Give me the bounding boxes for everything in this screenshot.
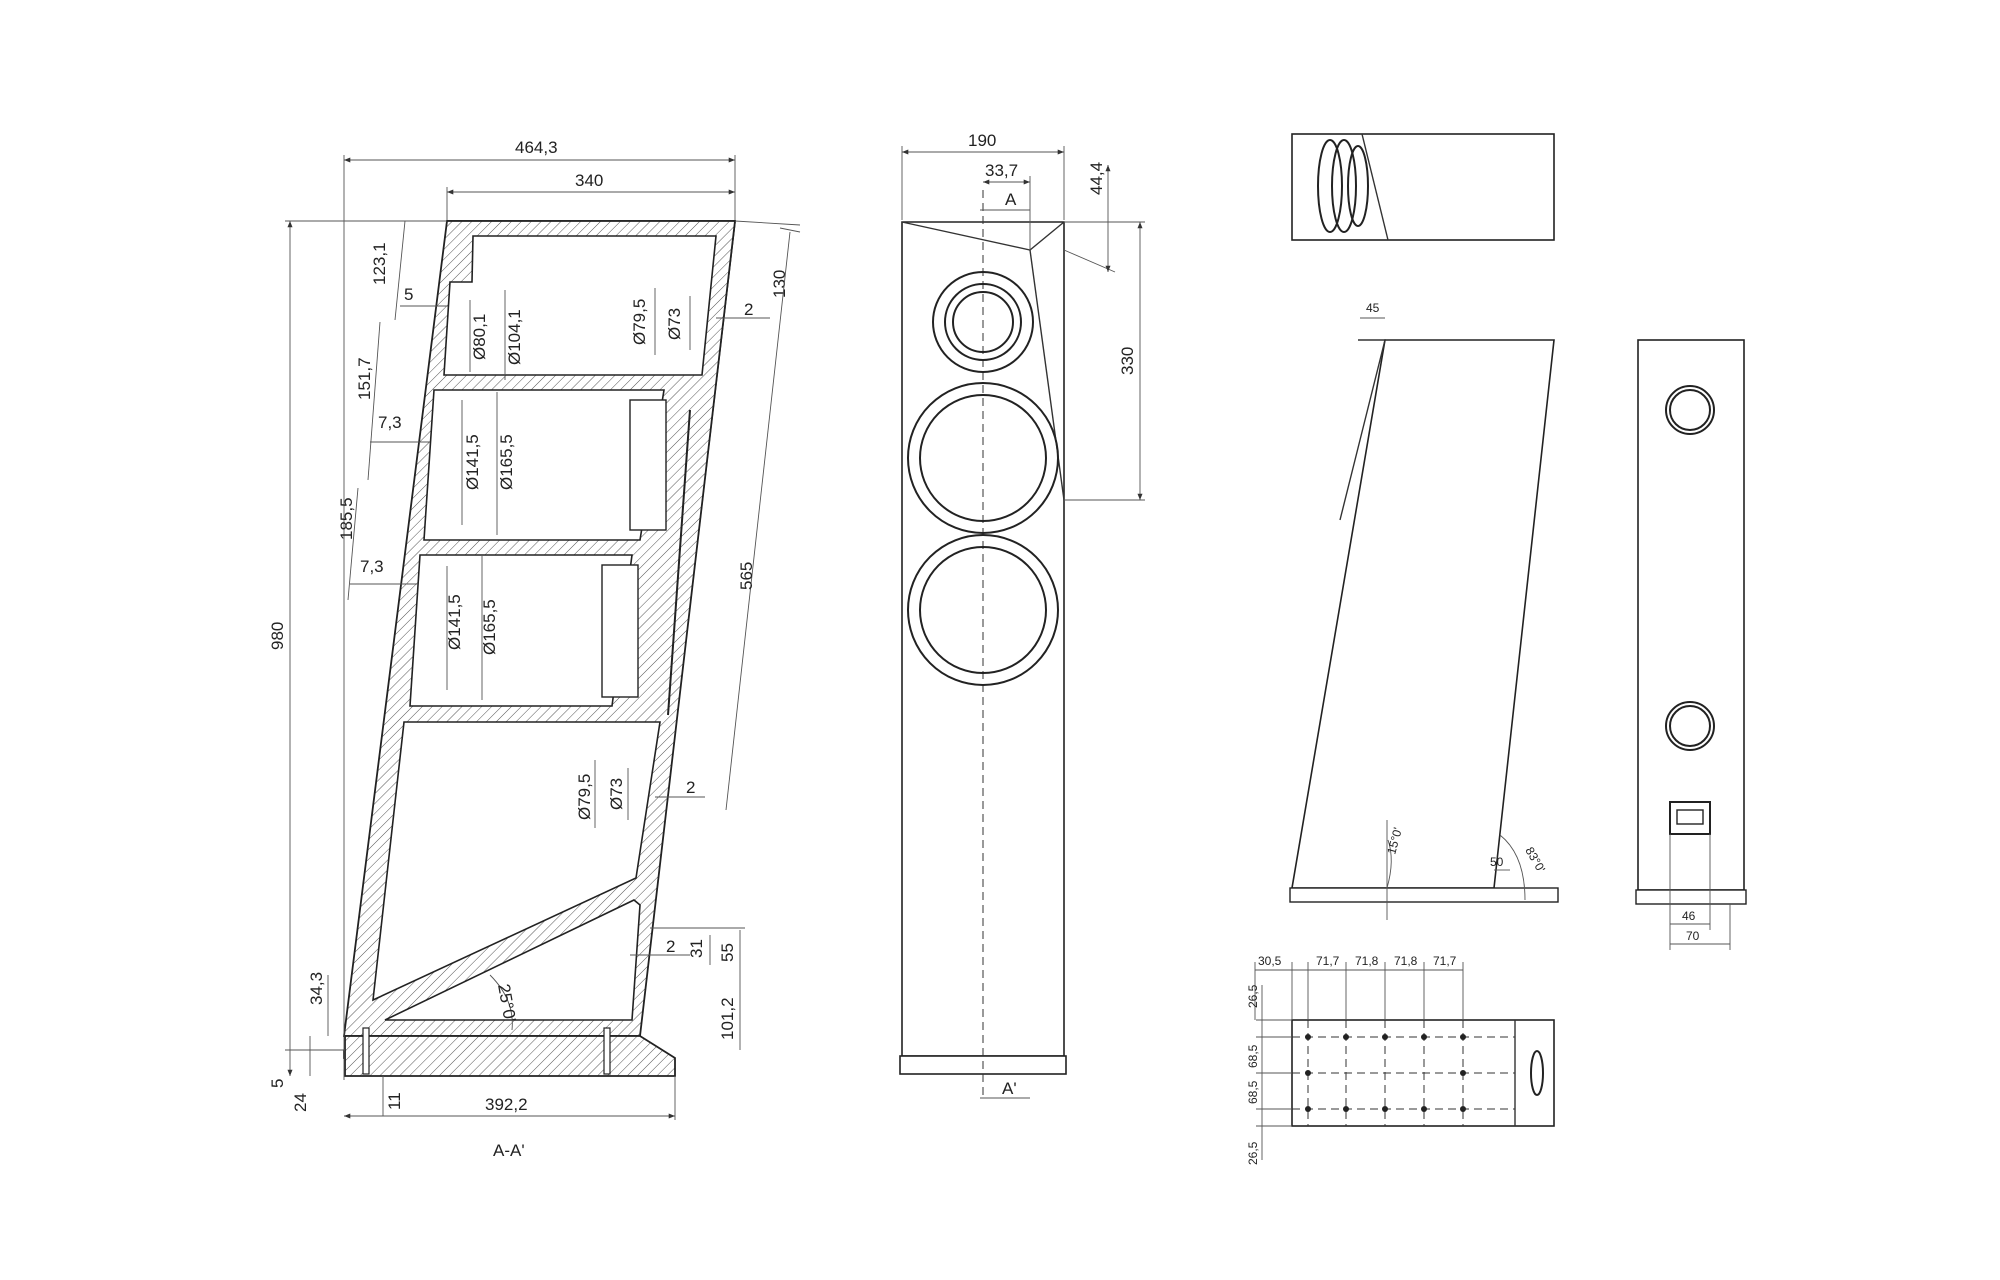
dim-spacing-185-5: 185,5 — [337, 497, 356, 540]
dim-dia-141-5-b: Ø141,5 — [445, 594, 464, 650]
section-mark-top: A — [1005, 190, 1017, 209]
dim-base-50: 50 — [1490, 855, 1504, 869]
dim-11: 11 — [385, 1092, 404, 1110]
dim-gap-2-low: 2 — [666, 937, 675, 956]
dim-dia-104-1: Ø104,1 — [505, 309, 524, 365]
dim-gap-2-bottom: 2 — [686, 778, 695, 797]
base-plan-holes — [1305, 1034, 1466, 1112]
dim-5: 5 — [268, 1079, 287, 1088]
dim-rear-46: 46 — [1682, 909, 1696, 923]
side-view: 45 15°0' 83°0' 50 — [1289, 301, 1559, 920]
dim-dia-79-5-bottom: Ø79,5 — [575, 774, 594, 820]
base-row-1: 68,5 — [1246, 1044, 1260, 1068]
base-col-3: 71,8 — [1394, 954, 1418, 968]
rear-port-lower — [1665, 701, 1715, 751]
dim-rear-70: 70 — [1686, 929, 1700, 943]
dim-offset-44-4: 44,4 — [1087, 162, 1106, 195]
dim-height-330: 330 — [1118, 347, 1137, 375]
rear-view: 46 70 — [1635, 339, 1747, 950]
dim-dia-79-5-top: Ø79,5 — [630, 299, 649, 345]
section-mark-bottom: A' — [1002, 1079, 1017, 1098]
dim-dia-80-1: Ø80,1 — [470, 314, 489, 360]
section-caption: A-A' — [493, 1141, 525, 1160]
driver-block-1 — [629, 399, 667, 531]
base-row-3: 26,5 — [1246, 1141, 1260, 1165]
dim-offset-33-7: 33,7 — [985, 161, 1018, 180]
side-plinth — [1289, 887, 1559, 903]
dim-side-565: 565 — [737, 562, 756, 590]
dim-side-130: 130 — [770, 270, 789, 298]
dim-top-width: 340 — [575, 171, 603, 190]
dim-55: 55 — [718, 943, 737, 962]
dim-dia-73-bottom: Ø73 — [607, 778, 626, 810]
dim-31: 31 — [687, 939, 706, 958]
driver-block-2 — [601, 564, 639, 698]
base-plinth — [344, 1035, 676, 1077]
rear-outline — [1637, 339, 1745, 891]
base-row-0: 26,5 — [1246, 984, 1260, 1008]
dim-base-392-2: 392,2 — [485, 1095, 528, 1114]
dim-dia-165-5-b: Ø165,5 — [480, 599, 499, 655]
dim-recess-7-3-b: 7,3 — [360, 557, 384, 576]
front-view: 190 33,7 A 44,4 330 A' — [899, 131, 1145, 1100]
dim-recess-7-3-a: 7,3 — [378, 413, 402, 432]
dim-gap-2-top: 2 — [744, 300, 753, 319]
dim-small-gap: 5 — [404, 285, 413, 304]
top-view — [1291, 133, 1555, 241]
dim-24: 24 — [291, 1093, 310, 1112]
rear-port-upper — [1665, 385, 1715, 435]
dim-height: 980 — [268, 622, 287, 650]
base-col-4: 71,7 — [1433, 954, 1457, 968]
base-col-1: 71,7 — [1316, 954, 1340, 968]
dim-101-2: 101,2 — [718, 997, 737, 1040]
dim-spacing-151-7: 151,7 — [355, 357, 374, 400]
base-row-2: 68,5 — [1246, 1080, 1260, 1104]
port-chamber — [384, 899, 641, 1021]
tweeter-chamber — [443, 235, 717, 376]
section-view: 464,3 340 980 123,1 5 Ø80,1 Ø104,1 Ø79,5… — [268, 138, 801, 1160]
dim-top-offset: 123,1 — [370, 242, 389, 285]
dim-34-3: 34,3 — [307, 972, 326, 1005]
dim-dia-141-5-a: Ø141,5 — [463, 434, 482, 490]
mid-chamber-1 — [423, 389, 665, 541]
woofer-upper — [907, 382, 1059, 534]
dim-dia-73-top: Ø73 — [665, 308, 684, 340]
mid-chamber-2 — [409, 554, 633, 707]
dim-angle-15: 15°0' — [1384, 826, 1405, 856]
rear-plinth — [1635, 889, 1747, 905]
dim-overall-width: 464,3 — [515, 138, 558, 157]
lower-chamber — [372, 721, 661, 1002]
side-outline — [1291, 339, 1555, 889]
base-col-2: 71,8 — [1355, 954, 1379, 968]
base-plan: 30,5 71,7 71,8 71,8 71,7 26,5 68,5 68,5 … — [1246, 954, 1555, 1165]
dim-side-45: 45 — [1366, 301, 1380, 315]
dim-angle-83: 83°0' — [1522, 845, 1548, 875]
woofer-lower — [907, 534, 1059, 686]
dim-front-width: 190 — [968, 131, 996, 150]
dim-dia-165-5-a: Ø165,5 — [497, 434, 516, 490]
base-col-0: 30,5 — [1258, 954, 1282, 968]
